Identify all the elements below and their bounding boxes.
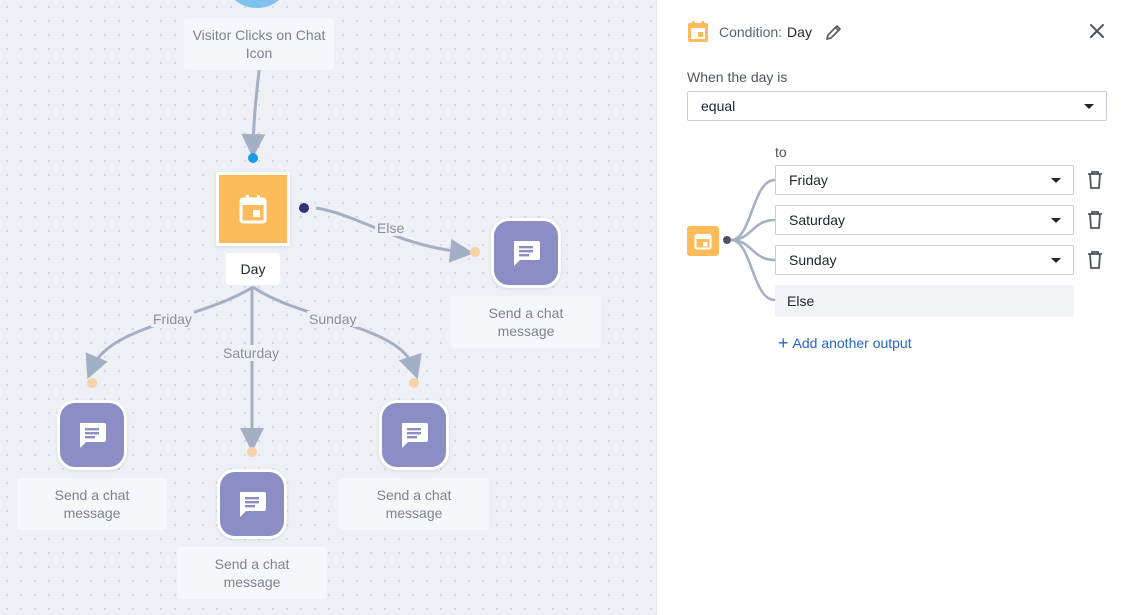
chat-message-icon xyxy=(514,241,540,266)
edge-label-sunday: Sunday xyxy=(307,311,359,327)
calendar-icon xyxy=(694,234,712,250)
add-output-label: Add another output xyxy=(792,335,912,351)
chat-node-friday[interactable] xyxy=(57,400,127,470)
chat-node-saturday-label[interactable]: Send a chat message xyxy=(177,547,327,599)
input-port-else-chat xyxy=(470,247,480,257)
edge-label-saturday: Saturday xyxy=(221,345,282,361)
chevron-down-icon xyxy=(1051,218,1061,223)
condition-mini-icon xyxy=(687,226,719,256)
operator-select-value: equal xyxy=(701,98,736,114)
to-label: to xyxy=(775,144,787,160)
chat-node-else[interactable] xyxy=(491,218,561,288)
input-port-saturday-chat xyxy=(247,447,257,457)
chat-node-saturday[interactable] xyxy=(217,469,287,539)
trash-icon[interactable] xyxy=(1087,171,1103,189)
output-select-2-value: Saturday xyxy=(789,212,846,228)
output-select-3[interactable]: Sunday xyxy=(775,245,1074,275)
input-port-day xyxy=(248,153,258,163)
add-output-button[interactable]: + Add another output xyxy=(778,333,912,353)
chat-node-sunday[interactable] xyxy=(379,400,449,470)
input-port-friday-chat xyxy=(87,378,97,388)
output-select-2[interactable]: Saturday xyxy=(775,205,1074,235)
calendar-icon xyxy=(688,21,708,42)
start-node-label[interactable]: Visitor Clicks on Chat Icon xyxy=(184,18,334,70)
chat-message-icon xyxy=(240,492,266,517)
output-select-1[interactable]: Friday xyxy=(775,165,1074,195)
panel-header-label: Condition: xyxy=(719,24,783,40)
close-icon[interactable] xyxy=(1088,22,1106,40)
start-node-icon[interactable] xyxy=(226,0,288,8)
panel-header-value: Day xyxy=(787,24,812,40)
input-port-sunday-chat xyxy=(409,378,419,388)
trash-icon[interactable] xyxy=(1087,251,1103,269)
edge-label-friday: Friday xyxy=(151,311,194,327)
plus-icon: + xyxy=(778,333,789,353)
output-select-1-value: Friday xyxy=(789,172,828,188)
chat-node-else-label[interactable]: Send a chat message xyxy=(451,296,601,348)
condition-settings-panel: Condition: Day When the day is equal to … xyxy=(656,0,1135,615)
calendar-icon xyxy=(239,195,267,224)
flow-canvas[interactable]: Visitor Clicks on Chat Icon Day Else Fri… xyxy=(0,0,656,615)
chevron-down-icon xyxy=(1084,104,1094,109)
chat-message-icon xyxy=(80,423,106,448)
chevron-down-icon xyxy=(1051,258,1061,263)
condition-node-label[interactable]: Day xyxy=(226,253,280,285)
operator-select[interactable]: equal xyxy=(687,91,1107,121)
condition-node-day[interactable] xyxy=(216,172,290,246)
else-output: Else xyxy=(775,285,1074,317)
chat-node-friday-label[interactable]: Send a chat message xyxy=(17,478,167,530)
trash-icon[interactable] xyxy=(1087,211,1103,229)
edge-label-else: Else xyxy=(375,220,407,236)
output-connector xyxy=(723,178,776,302)
output-select-3-value: Sunday xyxy=(789,252,837,268)
chat-node-sunday-label[interactable]: Send a chat message xyxy=(339,478,489,530)
chevron-down-icon xyxy=(1051,178,1061,183)
pencil-icon[interactable] xyxy=(825,23,843,41)
panel-header: Condition: Day xyxy=(687,20,843,44)
when-day-label: When the day is xyxy=(687,69,788,85)
chat-message-icon xyxy=(402,423,428,448)
output-port-else xyxy=(299,203,309,213)
